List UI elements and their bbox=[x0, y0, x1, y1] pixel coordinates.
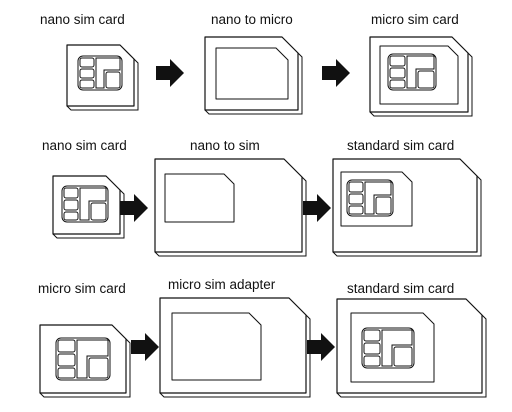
row2-standard-sim-card bbox=[332, 158, 482, 257]
row1-label-micro: micro sim card bbox=[371, 12, 459, 27]
row2-nano-to-sim-adapter bbox=[154, 158, 307, 257]
row1-label-adapter: nano to micro bbox=[211, 12, 293, 27]
row3-label-micro: micro sim card bbox=[38, 281, 126, 296]
right-arrow-icon bbox=[322, 59, 350, 87]
row3-micro-sim-card bbox=[39, 324, 131, 398]
right-arrow-icon bbox=[156, 59, 184, 87]
row1-label-nano: nano sim card bbox=[40, 12, 125, 27]
row3-label-adapter: micro sim adapter bbox=[168, 277, 276, 292]
row1-nano-sim-card bbox=[66, 44, 139, 111]
row1-nano-to-micro-adapter bbox=[204, 36, 303, 115]
row3-micro-sim-adapter bbox=[159, 297, 311, 398]
sim-chip-icon bbox=[55, 337, 111, 381]
row2-nano-sim-card bbox=[52, 175, 125, 239]
row2-label-standard: standard sim card bbox=[347, 138, 454, 153]
row2-label-nano: nano sim card bbox=[42, 138, 127, 153]
sim-chip-icon bbox=[61, 185, 109, 223]
sim-chip-icon bbox=[346, 179, 394, 217]
row3-label-standard: standard sim card bbox=[347, 281, 454, 296]
row3-standard-sim-card bbox=[336, 298, 487, 398]
right-arrow-icon bbox=[303, 194, 331, 222]
right-arrow-icon bbox=[120, 194, 148, 222]
right-arrow-icon bbox=[307, 333, 335, 361]
row2-label-adapter: nano to sim bbox=[190, 138, 260, 153]
right-arrow-icon bbox=[131, 333, 159, 361]
sim-chip-icon bbox=[361, 327, 415, 369]
sim-chip-icon bbox=[77, 55, 123, 91]
row1-micro-sim-card bbox=[369, 36, 473, 117]
sim-chip-icon bbox=[387, 53, 437, 91]
